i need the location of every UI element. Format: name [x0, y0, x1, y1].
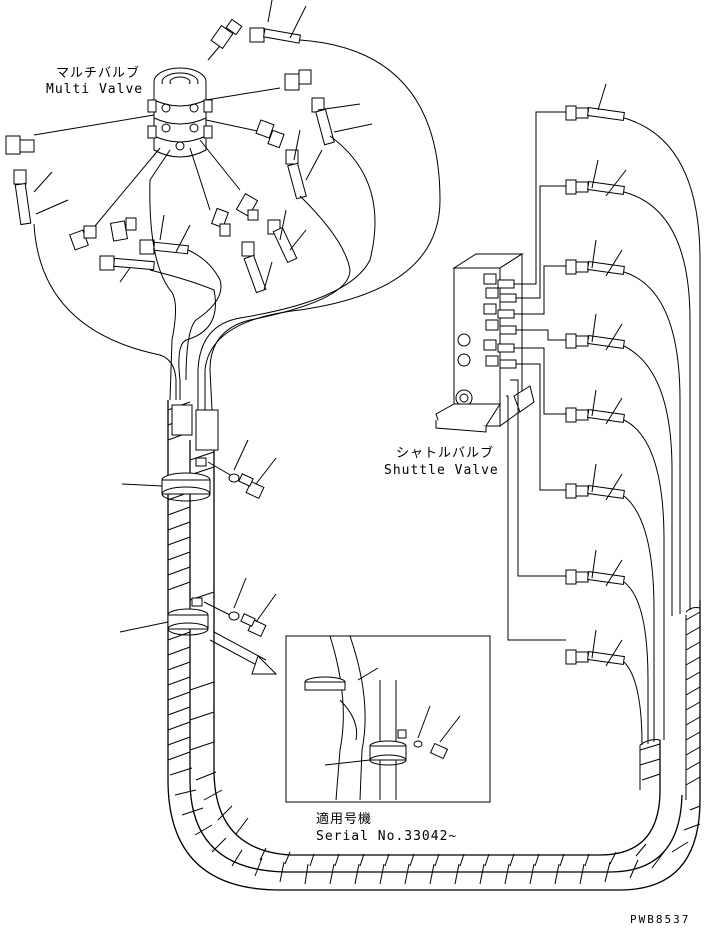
- bolt-upper: [228, 439, 277, 500]
- right-fittings: [565, 105, 625, 666]
- multi-valve-label-jp: マルチバルブ: [56, 66, 141, 81]
- multi-valve: [147, 67, 213, 158]
- left-hose-bundle: [167, 400, 701, 891]
- shuttle-valve-lines: [506, 111, 566, 641]
- right-fitting-callouts: [591, 83, 627, 667]
- clamp-lower: [167, 597, 209, 636]
- multi-valve-fittings: [5, 18, 335, 294]
- bolt-lower: [228, 577, 277, 638]
- detail-box: [285, 635, 491, 803]
- shuttle-valve: [435, 253, 535, 433]
- right-hoses: [623, 117, 701, 746]
- multi-valve-leaders: [33, 39, 281, 233]
- drawing-code: PWB8537: [630, 913, 691, 926]
- clamp-callouts: [119, 461, 233, 633]
- multi-valve-callouts: [33, 0, 373, 291]
- right-spiral-guard: [639, 611, 701, 800]
- detail-arrow: [209, 631, 278, 675]
- multi-valve-hoses: [33, 39, 441, 411]
- shuttle-valve-label-en: Shuttle Valve: [384, 463, 499, 478]
- shuttle-valve-label-jp: シャトルバルブ: [396, 446, 495, 461]
- clamp-upper: [161, 404, 219, 502]
- serial-label-jp: 適用号機: [316, 812, 373, 827]
- serial-label-en: Serial No.33042~: [316, 829, 458, 844]
- multi-valve-label-en: Multi Valve: [46, 82, 144, 97]
